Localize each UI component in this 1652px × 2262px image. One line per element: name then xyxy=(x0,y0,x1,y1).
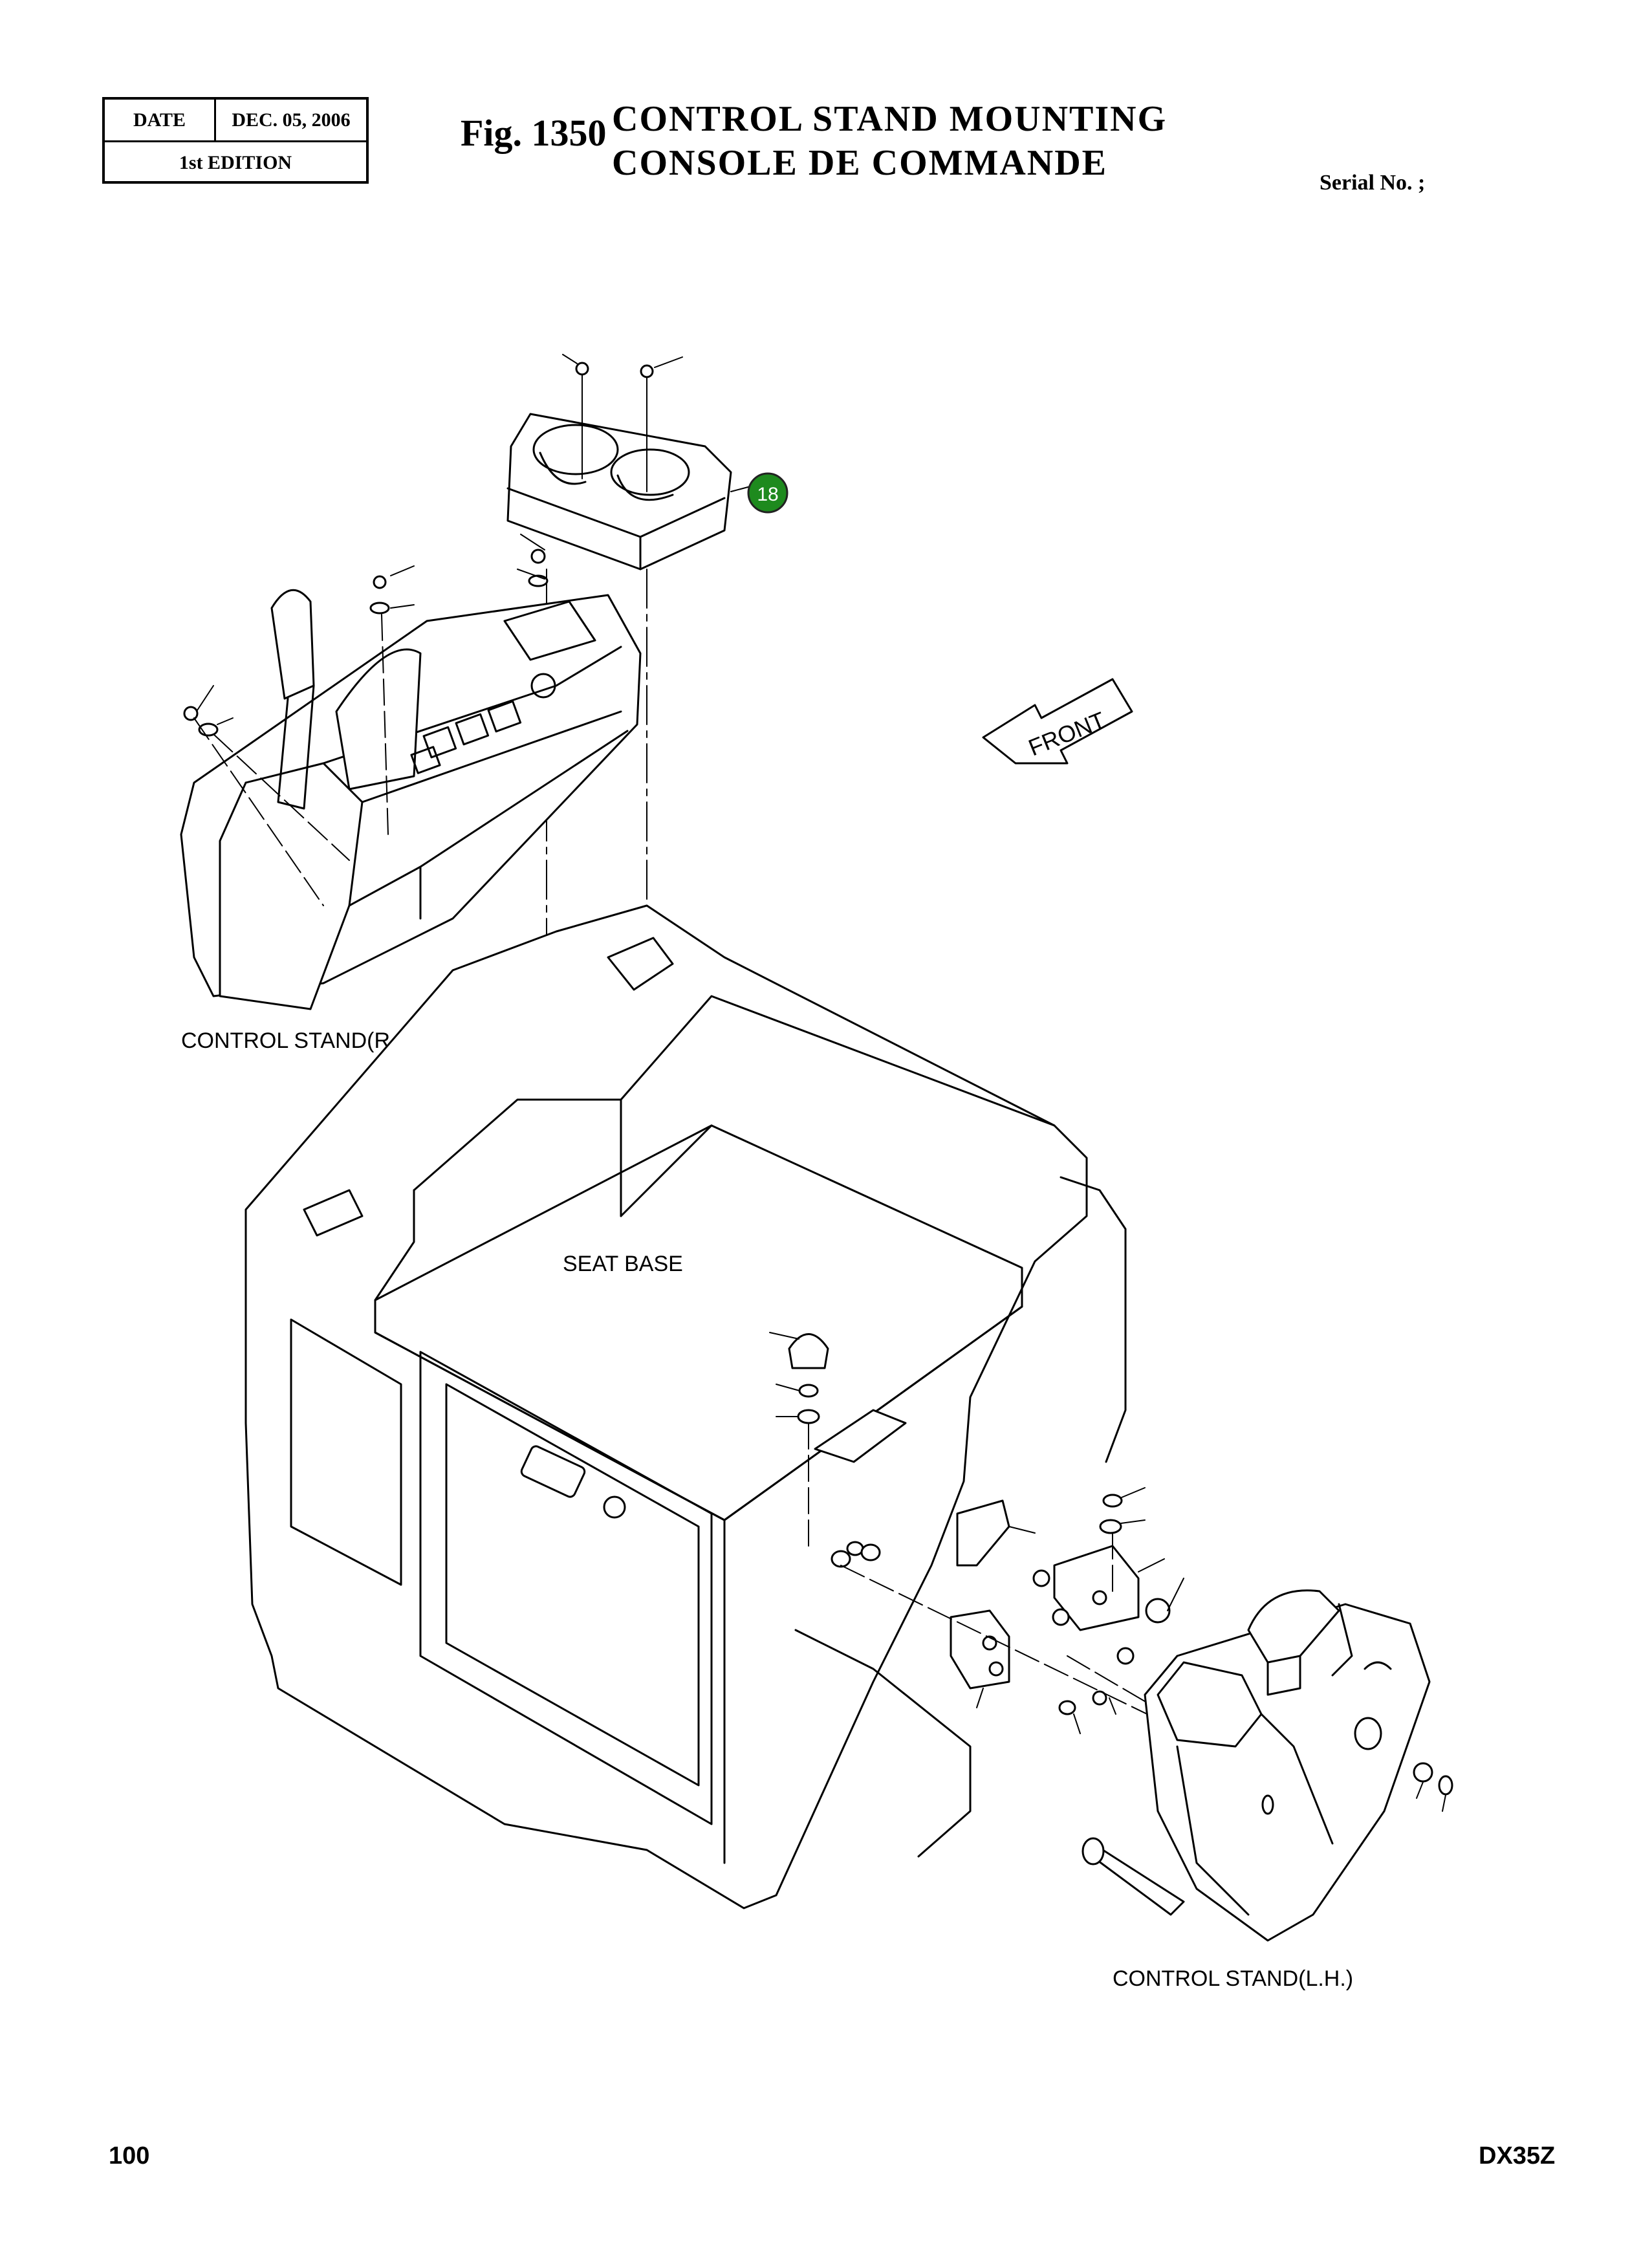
label-seat-base: SEAT BASE xyxy=(563,1252,683,1276)
date-label: DATE xyxy=(105,100,216,140)
cup-holder-part xyxy=(506,413,732,571)
title-french: CONSOLE DE COMMANDE xyxy=(612,143,1108,183)
seat-base xyxy=(245,904,1127,1909)
date-value: DEC. 05, 2006 xyxy=(232,109,351,131)
edition-label: 1st EDITION xyxy=(179,152,292,173)
control-stand-lh xyxy=(1081,1589,1453,1942)
control-stand-rh xyxy=(180,549,642,1010)
callout-18: 18 xyxy=(730,472,788,514)
model-code: DX35Z xyxy=(1479,2142,1556,2170)
mounting-brackets xyxy=(831,1494,1333,1812)
figure-titles: CONTROL STAND MOUNTING CONSOLE DE COMMAN… xyxy=(612,97,1167,185)
title-english: CONTROL STAND MOUNTING xyxy=(612,99,1168,139)
page-number: 100 xyxy=(109,2142,150,2170)
date-edition-box: DATE DEC. 05, 2006 1st EDITION xyxy=(102,97,369,184)
serial-number-label: Serial No. ; xyxy=(1320,171,1426,195)
callout-18-number: 18 xyxy=(757,484,778,505)
leader-lines xyxy=(197,534,1446,1812)
date-row: DATE DEC. 05, 2006 xyxy=(105,100,366,142)
label-control-stand-lh: CONTROL STAND(L.H.) xyxy=(1113,1966,1353,1991)
figure-number: Fig. 1350 xyxy=(461,112,607,154)
front-arrow: FRONT xyxy=(982,678,1133,765)
cup-holder-screws xyxy=(562,354,683,492)
